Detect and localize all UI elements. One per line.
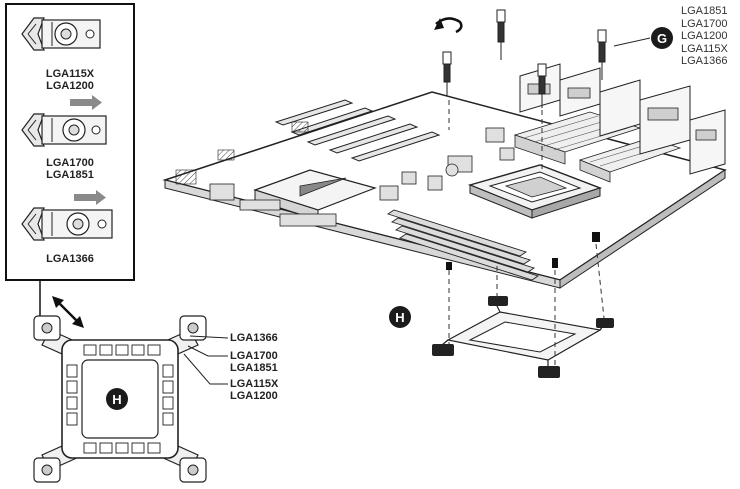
motherboard xyxy=(162,63,727,289)
label-line: LGA1700 xyxy=(681,17,728,30)
badge-g: G xyxy=(651,27,673,49)
alignment-lines xyxy=(448,100,605,366)
label-line: LGA1366 xyxy=(46,253,94,265)
rotate-arrow-icon xyxy=(434,17,463,34)
standoff-leader-line xyxy=(613,37,651,47)
clip-label-115x-1200: LGA115X LGA1200 xyxy=(40,68,100,92)
clip-drawing-115x xyxy=(21,17,101,51)
slide-arrow-icon xyxy=(70,95,102,110)
badge-h-bracket-isometric: H xyxy=(389,306,411,328)
clip-label-1366: LGA1366 xyxy=(40,253,100,265)
label-line: LGA1200 xyxy=(681,30,728,42)
clip-drawing-1700 xyxy=(21,113,107,147)
standoff-screws xyxy=(442,9,607,108)
double-arrow-icon xyxy=(52,296,84,328)
callout-1700-1851: LGA1700 LGA1851 xyxy=(230,350,278,374)
label-line: LGA115X xyxy=(681,42,728,55)
label-line: LGA1366 xyxy=(681,55,728,67)
label-line: LGA1366 xyxy=(230,332,278,344)
label-line: LGA1700 xyxy=(46,157,94,169)
label-line: LGA1200 xyxy=(46,80,94,92)
label-line: LGA1851 xyxy=(230,362,278,374)
standoff-socket-list: LGA1851 LGA1700 LGA1200 LGA115X LGA1366 xyxy=(681,5,728,68)
label-line: LGA1851 xyxy=(681,5,728,17)
label-line: LGA1851 xyxy=(46,169,94,181)
bracket-top-view xyxy=(33,296,229,483)
label-line: LGA1700 xyxy=(230,350,278,362)
clip-label-1700-1851: LGA1700 LGA1851 xyxy=(40,157,100,181)
callout-1366: LGA1366 xyxy=(230,332,278,344)
callout-115x-1200: LGA115X LGA1200 xyxy=(230,378,278,402)
slide-arrow-icon xyxy=(74,190,106,205)
bracket-isometric xyxy=(432,296,614,378)
label-line: LGA115X xyxy=(230,378,279,390)
clip-drawing-1366 xyxy=(21,207,113,241)
cpu-socket xyxy=(467,164,603,219)
badge-h-bracket-top: H xyxy=(106,388,128,410)
label-line: LGA1200 xyxy=(230,390,278,402)
label-line: LGA115X xyxy=(45,68,95,80)
